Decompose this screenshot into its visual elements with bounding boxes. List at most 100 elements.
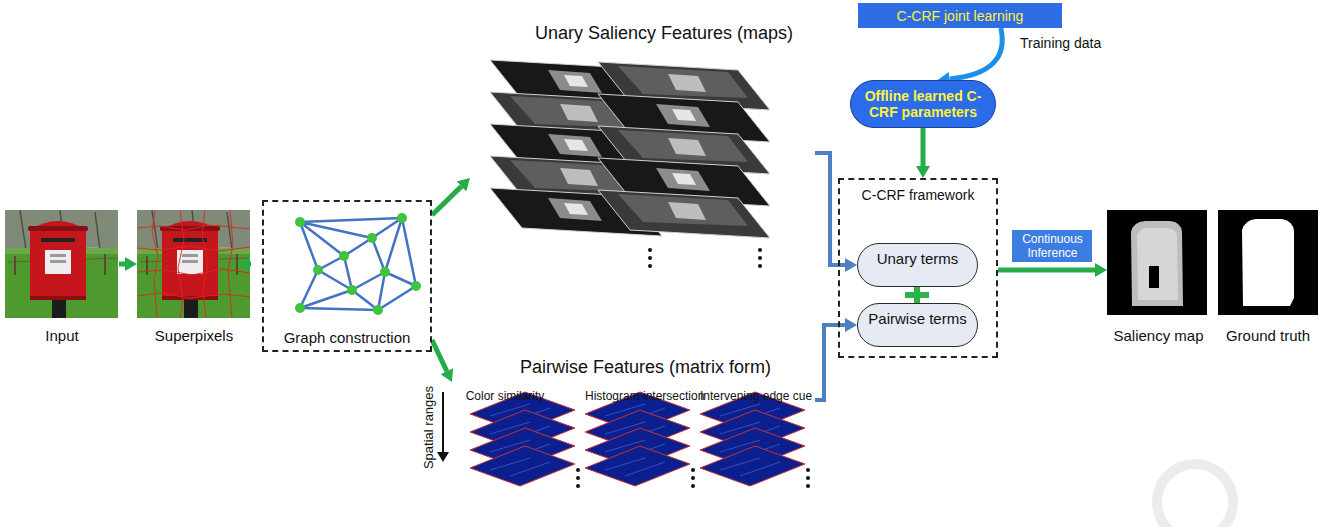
node-text: Graph construction — [284, 329, 411, 347]
term-box: Unary terms — [857, 243, 978, 287]
input-photo — [41, 238, 75, 242]
input-photo — [50, 260, 66, 263]
graph-drawing — [411, 281, 421, 291]
range-arrow — [442, 392, 444, 453]
node-text: Intervening edge cue — [700, 390, 780, 524]
flow-arrow — [815, 153, 845, 265]
pairwise-matrix-stack — [691, 484, 695, 488]
input-image: Input — [5, 208, 119, 345]
flow-arrow — [815, 325, 845, 400]
pairwise-matrix-stack — [576, 468, 810, 488]
unary-map-stack — [758, 264, 762, 268]
input-photo — [5, 210, 118, 318]
input-photo — [30, 296, 86, 300]
graph-drawing — [339, 251, 349, 261]
axis-label: Spatial ranges — [422, 385, 437, 468]
framework-box: C-CRF frameworkUnary termsPairwise terms — [838, 178, 998, 358]
unary-map-stack — [648, 248, 762, 268]
graph-drawing — [300, 218, 416, 310]
graph-drawing — [295, 303, 305, 313]
pairwise-matrix-stack — [470, 392, 810, 488]
annotation-label: Training data — [1020, 35, 1101, 51]
watermark — [1157, 464, 1233, 527]
graph-drawing — [367, 233, 377, 243]
graph-drawing — [380, 267, 390, 277]
graph-drawing — [295, 213, 421, 315]
unary-map-stack — [490, 60, 770, 268]
pairwise-matrix-stack — [806, 476, 810, 480]
graph-drawing — [397, 213, 407, 223]
term-box: Pairwise terms — [857, 303, 978, 347]
graph-drawing — [313, 265, 323, 275]
input-photo — [28, 226, 88, 231]
flow-arrow — [250, 262, 251, 267]
unary-map-stack — [758, 256, 762, 260]
unary-map-stack — [648, 264, 652, 268]
parameter-box: Offline learned C-CRF parameters — [850, 80, 996, 128]
ground-truth-picture — [1218, 210, 1318, 315]
pairwise-matrix-stack — [691, 468, 695, 472]
flow-arrow — [432, 186, 461, 215]
node-text: Superpixels — [155, 327, 233, 345]
pairwise-matrix-stack — [806, 468, 810, 472]
input-photo — [45, 250, 71, 274]
edge-label: Continuous Inference — [1012, 230, 1092, 262]
unary-map-stack — [648, 248, 652, 252]
feature-stack: Intervening edge cue — [690, 390, 790, 524]
saliency-picture — [1107, 210, 1207, 315]
pairwise-matrix-stack — [700, 446, 805, 486]
node-text: Ground truth — [1226, 327, 1310, 345]
superpixel-photo — [137, 210, 250, 318]
range-arrow — [437, 452, 449, 462]
node-text: Unary Saliency Features (maps) — [535, 22, 793, 44]
ground-truth-picture — [1218, 210, 1318, 315]
superpixel-grid — [137, 210, 250, 318]
saliency-image: Saliency map — [1107, 208, 1210, 345]
plus-symbol — [914, 285, 920, 305]
pairwise-matrix-stack — [585, 446, 690, 486]
flow-arrow — [432, 340, 447, 371]
pairwise-matrix-stack — [470, 446, 575, 486]
unary-map-stack — [758, 248, 762, 252]
feature-stack: Histogram intersection — [575, 390, 675, 524]
graph-drawing — [347, 285, 357, 295]
node-text: C-CRF framework — [862, 186, 975, 204]
node-text: Saliency map — [1113, 327, 1203, 345]
node-text: Unary terms — [877, 250, 959, 268]
superpixel-image: Superpixels — [137, 208, 251, 345]
saliency-picture — [1131, 221, 1183, 306]
node-text: Pairwise terms — [868, 310, 966, 328]
flow-arrow — [119, 262, 125, 267]
graph-box: Graph construction — [262, 200, 432, 352]
learning-box: C-CRF joint learning — [858, 3, 1062, 28]
input-photo — [5, 210, 118, 318]
flow-arrow — [921, 128, 926, 166]
saliency-picture — [1137, 228, 1178, 300]
ground-truth-image: Ground truth — [1216, 208, 1320, 345]
graph-drawing — [373, 305, 383, 315]
input-photo — [30, 221, 86, 300]
node-text: C-CRF joint learning — [897, 8, 1024, 24]
feature-stack: Color similarity — [455, 390, 555, 524]
ground-truth-picture — [1242, 219, 1294, 306]
pairwise-matrix-stack — [576, 476, 580, 480]
saliency-picture — [1149, 266, 1159, 288]
pairwise-matrix-stack — [691, 476, 695, 480]
pairwise-matrix-stack — [576, 484, 580, 488]
graph-drawing — [295, 213, 421, 315]
node-text: Color similarity — [465, 390, 545, 524]
unary-feature-group: Unary Saliency Features (maps) — [470, 22, 815, 284]
pairwise-matrix-stack — [576, 468, 580, 472]
node-text: Input — [45, 327, 78, 345]
saliency-picture — [1107, 210, 1207, 315]
unary-map-stack — [648, 256, 652, 260]
unary-map-stack — [598, 190, 770, 238]
node-text: Offline learned C-CRF parameters — [858, 88, 988, 120]
pairwise-matrix-stack — [806, 484, 810, 488]
pairwise-feature-group: Pairwise Features (matrix form)Color sim… — [452, 356, 815, 526]
flow-arrow — [998, 268, 1095, 273]
range-arrow — [437, 392, 449, 462]
